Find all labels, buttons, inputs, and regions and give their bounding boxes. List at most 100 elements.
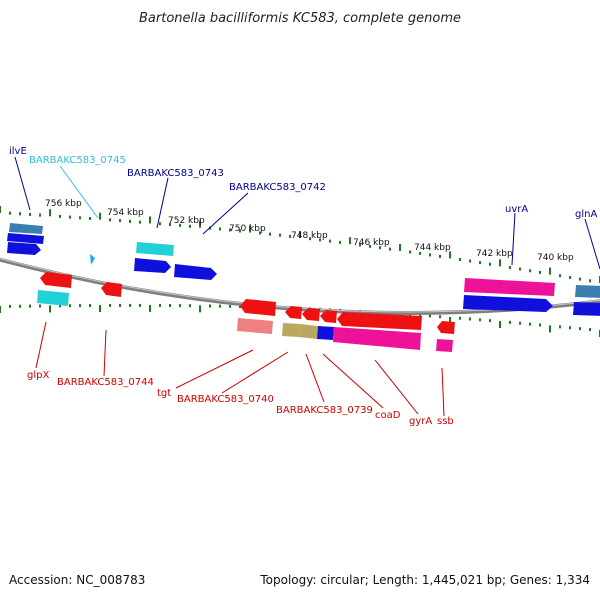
gene-BARBAKC583_0743-lower[interactable] [134, 258, 171, 273]
minor-tick [479, 261, 481, 265]
gene-uvrA[interactable] [463, 295, 553, 312]
gene-BARBAKC583_0745[interactable] [90, 254, 95, 265]
gene-tgt[interactable] [240, 299, 276, 316]
scale-label: 740 kbp [537, 253, 574, 263]
gene-label-glpX: glpX [27, 370, 49, 381]
gene-ilvE-steel[interactable] [9, 223, 43, 234]
forward-genes [7, 223, 600, 316]
genome-summary-text: Topology: circular; Length: 1,445,021 bp… [260, 573, 590, 587]
scale-label: 746 kbp [353, 238, 390, 248]
minor-tick [9, 304, 11, 308]
minor-tick [189, 304, 191, 308]
minor-tick [339, 240, 341, 244]
scale-label: 750 kbp [229, 224, 266, 234]
minor-tick [289, 234, 291, 238]
minor-tick [219, 304, 221, 308]
gene-BARBAKC583_0740-a[interactable] [285, 306, 302, 319]
scale-label: 742 kbp [476, 249, 513, 259]
minor-tick [109, 218, 111, 222]
gene-label-BARBAKC583_0742: BARBAKC583_0742 [229, 182, 326, 193]
minor-tick [329, 239, 331, 243]
minor-tick [579, 327, 581, 331]
gene-gyrA[interactable] [337, 312, 422, 330]
major-tick [399, 244, 401, 252]
minor-tick [79, 304, 81, 308]
gene-tgt-salmon[interactable] [237, 318, 273, 334]
major-tick [0, 306, 1, 313]
gene-glnA-steel[interactable] [575, 285, 600, 298]
gene-ilvE-lower[interactable] [7, 242, 41, 255]
gene-gyrA-pink[interactable] [333, 327, 421, 350]
minor-tick [359, 243, 361, 247]
minor-tick [489, 319, 491, 323]
gene-BARBAKC583_0744[interactable] [101, 282, 122, 297]
minor-tick [459, 316, 461, 320]
minor-tick [29, 212, 31, 216]
reverse-genes [37, 272, 455, 352]
minor-tick [29, 304, 31, 308]
major-tick [99, 305, 101, 312]
minor-tick [529, 269, 531, 273]
minor-tick [229, 304, 231, 308]
gene-ssb-pink[interactable] [436, 339, 453, 352]
minor-tick [189, 224, 191, 228]
minor-tick [259, 231, 261, 235]
major-tick [499, 321, 501, 328]
gene-olive-2[interactable] [299, 324, 318, 339]
minor-tick [529, 322, 531, 326]
minor-tick [159, 222, 161, 226]
major-tick [499, 259, 501, 267]
gene-BARBAKC583_0742[interactable] [174, 264, 217, 280]
gene-ilvE[interactable] [7, 233, 44, 244]
minor-tick [219, 227, 221, 231]
minor-tick [169, 223, 171, 227]
gene-ssb[interactable] [437, 321, 455, 334]
gene-label-uvrA: uvrA [505, 204, 528, 215]
scale-label: 744 kbp [414, 243, 451, 253]
gene-label-BARBAKC583_0744: BARBAKC583_0744 [57, 377, 154, 388]
major-tick [299, 231, 301, 238]
major-tick [349, 237, 351, 245]
gene-glpX-cyan[interactable] [37, 290, 69, 306]
gene-BARBAKC583_0743[interactable] [136, 242, 174, 256]
major-tick [449, 251, 451, 259]
scale-label: 748 kbp [291, 231, 328, 241]
gene-label-tgt: tgt [157, 388, 171, 399]
gene-label-BARBAKC583_0739: BARBAKC583_0739 [276, 405, 373, 416]
minor-tick [469, 259, 471, 263]
major-tick [549, 267, 551, 275]
minor-tick [9, 211, 11, 215]
gene-label-coaD: coaD [375, 410, 401, 421]
minor-tick [79, 216, 81, 220]
major-tick [199, 220, 201, 228]
major-tick [249, 225, 251, 233]
major-tick [149, 216, 151, 224]
minor-tick [239, 229, 241, 233]
minor-tick [519, 267, 521, 271]
gene-BARBAKC583_0740-b[interactable] [302, 308, 320, 321]
gene-label-BARBAKC583_0743: BARBAKC583_0743 [127, 168, 224, 179]
gene-glpX[interactable] [40, 272, 72, 288]
minor-tick [389, 247, 391, 251]
gene-coaD[interactable] [317, 326, 334, 340]
minor-tick [439, 254, 441, 258]
minor-tick [119, 303, 121, 307]
minor-tick [89, 304, 91, 308]
minor-tick [509, 320, 511, 324]
minor-tick [279, 233, 281, 237]
minor-tick [429, 314, 431, 318]
gene-uvrA-pink[interactable] [464, 278, 555, 296]
minor-tick [129, 219, 131, 223]
gene-glnA[interactable] [573, 302, 600, 316]
accession-text: Accession: NC_008783 [9, 573, 146, 587]
minor-tick [569, 275, 571, 279]
gene-olive-1[interactable] [282, 323, 300, 337]
minor-tick [69, 304, 71, 308]
minor-tick [169, 304, 171, 308]
minor-tick [19, 304, 21, 308]
major-tick [0, 206, 1, 213]
major-tick [199, 305, 201, 313]
minor-tick [209, 304, 211, 308]
gene-BARBAKC583_0739[interactable] [320, 310, 337, 323]
